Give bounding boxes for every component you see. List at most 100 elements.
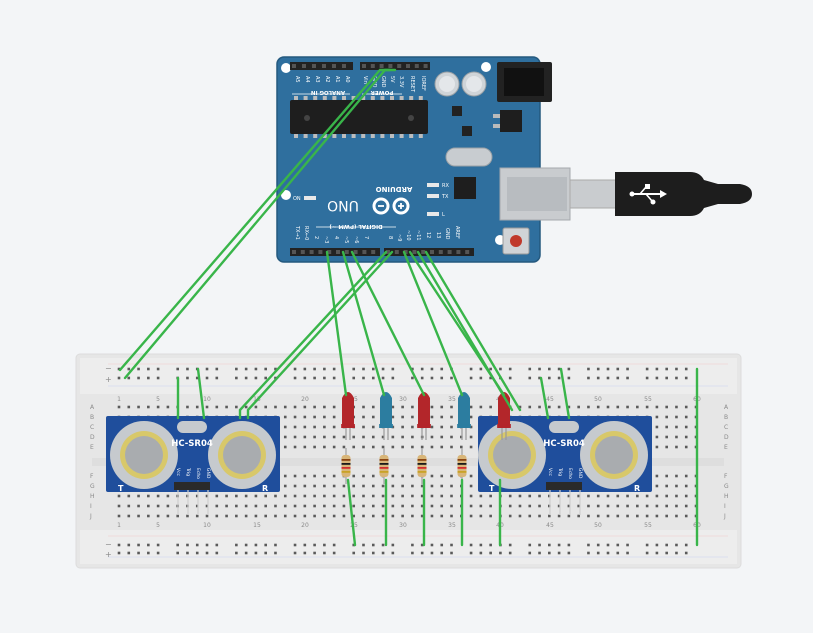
rail-hole xyxy=(215,551,219,555)
breadboard-hole xyxy=(460,445,463,449)
wire-led4-signal[interactable] xyxy=(402,250,464,397)
breadboard-hole xyxy=(440,405,444,409)
breadboard-hole xyxy=(675,484,678,488)
breadboard-hole xyxy=(440,484,444,488)
breadboard-hole xyxy=(147,405,150,409)
column-number: 55 xyxy=(644,396,652,403)
rail-hole xyxy=(195,543,199,547)
sensor-receiver xyxy=(580,421,648,489)
rail-hole xyxy=(176,367,179,371)
rail-hole xyxy=(254,367,258,371)
rail-hole xyxy=(489,551,492,555)
rail-hole xyxy=(332,376,336,380)
breadboard-hole xyxy=(244,405,248,409)
breadboard-hole xyxy=(303,474,307,478)
rail-hole xyxy=(606,543,610,547)
column-number: 30 xyxy=(399,522,407,529)
pin-label: 12 xyxy=(425,232,431,238)
header-pin xyxy=(353,250,358,254)
breadboard-hole xyxy=(293,504,297,508)
breadboard-hole xyxy=(323,405,326,409)
breadboard-hole xyxy=(675,435,678,439)
rail-hole xyxy=(371,376,375,380)
breadboard-hole xyxy=(626,514,629,518)
breadboard-hole xyxy=(675,405,678,409)
breadboard-hole xyxy=(528,405,532,409)
rail-hole xyxy=(411,367,414,371)
breadboard-hole xyxy=(371,474,375,478)
wire-rail-to-sensor2-gnd[interactable] xyxy=(559,367,571,420)
breadboard-hole xyxy=(205,494,209,498)
pin-label: A0 xyxy=(344,76,350,83)
breadboard-hole xyxy=(430,405,434,409)
pin-label: ~6 xyxy=(353,236,359,243)
breadboard-hole xyxy=(538,504,541,508)
rail-hole xyxy=(440,543,444,547)
breadboard-hole xyxy=(655,494,659,498)
chip-leg xyxy=(370,134,375,138)
breadboard-bottom-rail xyxy=(80,530,737,564)
breadboard-hole xyxy=(371,514,375,518)
wire-sensor1-trig[interactable] xyxy=(238,250,388,420)
column-number: 20 xyxy=(301,396,309,403)
regulator-leg xyxy=(493,124,500,128)
rail-hole xyxy=(557,376,561,380)
pin-label: TX→1 xyxy=(294,225,300,240)
pin-label: 3.3V xyxy=(398,76,404,88)
wire-led3-signal[interactable] xyxy=(350,250,426,397)
rail-hole xyxy=(440,367,444,371)
reset-button-cap[interactable] xyxy=(510,235,522,247)
pin-label: ~10 xyxy=(405,230,411,241)
rail-hole xyxy=(469,551,473,555)
wire-gnd-to-rail[interactable] xyxy=(123,68,397,380)
wire-led1-signal[interactable] xyxy=(325,250,348,397)
breadboard-row-letters-left: A B C D E F G H I J xyxy=(89,404,95,520)
breadboard-hole xyxy=(332,504,336,508)
breadboard-hole xyxy=(371,484,375,488)
breadboard-hole xyxy=(205,405,209,409)
sensor-pin-label: Trig xyxy=(185,467,191,476)
breadboard-hole xyxy=(342,494,346,498)
wire-sensor1-echo[interactable] xyxy=(246,250,394,420)
rail-hole xyxy=(548,543,551,547)
breadboard-hole xyxy=(450,514,453,518)
wire-resistor1-to-gnd[interactable] xyxy=(346,478,357,547)
rail-hole xyxy=(645,367,649,371)
breadboard-hole xyxy=(362,425,365,429)
header-pin xyxy=(370,64,375,68)
wire-led2-signal[interactable] xyxy=(341,250,386,397)
breadboard-hole xyxy=(195,405,199,409)
rail-hole xyxy=(147,367,150,371)
ultrasonic-sensor-1[interactable]: HC-SR04 T R Vcc Trig Echo GND xyxy=(106,416,280,515)
wire-rail-to-sensor1-gnd[interactable] xyxy=(196,367,206,420)
breadboard-hole xyxy=(675,474,678,478)
sensor-transmitter xyxy=(478,421,546,489)
rail-hole xyxy=(381,367,385,371)
pin-label: A4 xyxy=(304,76,310,83)
chip-leg xyxy=(380,134,385,138)
usb-cable[interactable] xyxy=(569,172,752,216)
breadboard-hole xyxy=(665,514,668,518)
ultrasonic-sensor-2[interactable]: HC-SR04 T R Vcc Trig Echo GND xyxy=(478,416,652,515)
breadboard-hole xyxy=(665,425,668,429)
breadboard-hole xyxy=(323,445,326,449)
wire-sensor2-echo[interactable] xyxy=(424,250,522,412)
rail-hole xyxy=(684,551,688,555)
rail-hole xyxy=(440,376,444,380)
header-pin xyxy=(342,64,346,68)
arduino-uno-board[interactable]: A5 A4 A3 A2 A1 A0 ANALOG IN Vin GND GND … xyxy=(276,56,571,263)
on-label: ON xyxy=(293,196,301,202)
rail-hole xyxy=(645,551,649,555)
breadboard-hole xyxy=(352,494,356,498)
chip-leg xyxy=(380,96,385,100)
regulator-leg xyxy=(493,114,500,118)
breadboard-hole xyxy=(205,514,209,518)
wire-rail-to-sensor2-vcc[interactable] xyxy=(539,376,550,420)
breadboard-hole xyxy=(352,445,356,449)
breadboard-hole xyxy=(332,484,336,488)
breadboard-hole xyxy=(411,435,414,439)
led-rim xyxy=(379,424,393,428)
rail-hole xyxy=(352,376,356,380)
breadboard-hole xyxy=(538,494,541,498)
wire-sensor2-trig[interactable] xyxy=(416,250,514,412)
